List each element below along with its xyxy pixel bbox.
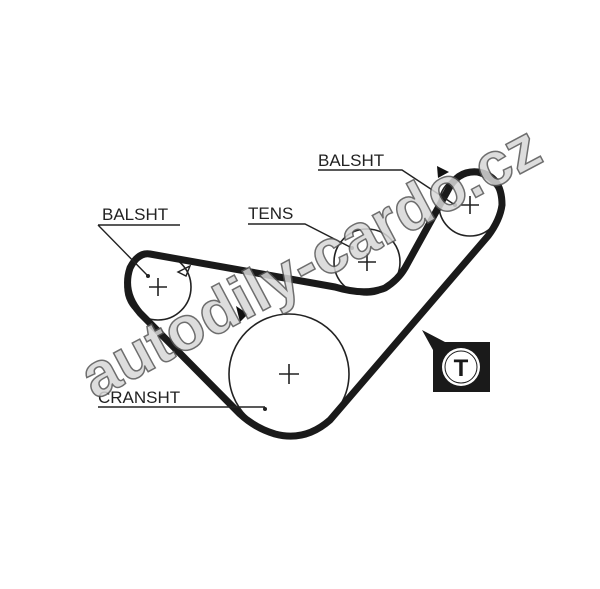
leader-tens: [248, 223, 353, 249]
timing-belt: [124, 168, 506, 440]
leader-balsht-right: [318, 169, 456, 206]
label-balsht-left: BALSHT: [102, 205, 168, 224]
label-cranksht: CRANSHT: [98, 388, 180, 407]
center-marks: [149, 196, 479, 384]
timing-mark-arrow-crank: [236, 306, 248, 322]
tensioner-symbol-letter: T: [454, 355, 469, 382]
tensioner-symbol: T: [422, 330, 490, 392]
label-balsht-right: BALSHT: [318, 151, 384, 170]
label-tens: TENS: [248, 204, 293, 223]
timing-mark-arrow-right: [437, 166, 449, 178]
timing-mark-arrow-left: [176, 264, 192, 277]
leader-balsht-left: [97, 224, 180, 277]
